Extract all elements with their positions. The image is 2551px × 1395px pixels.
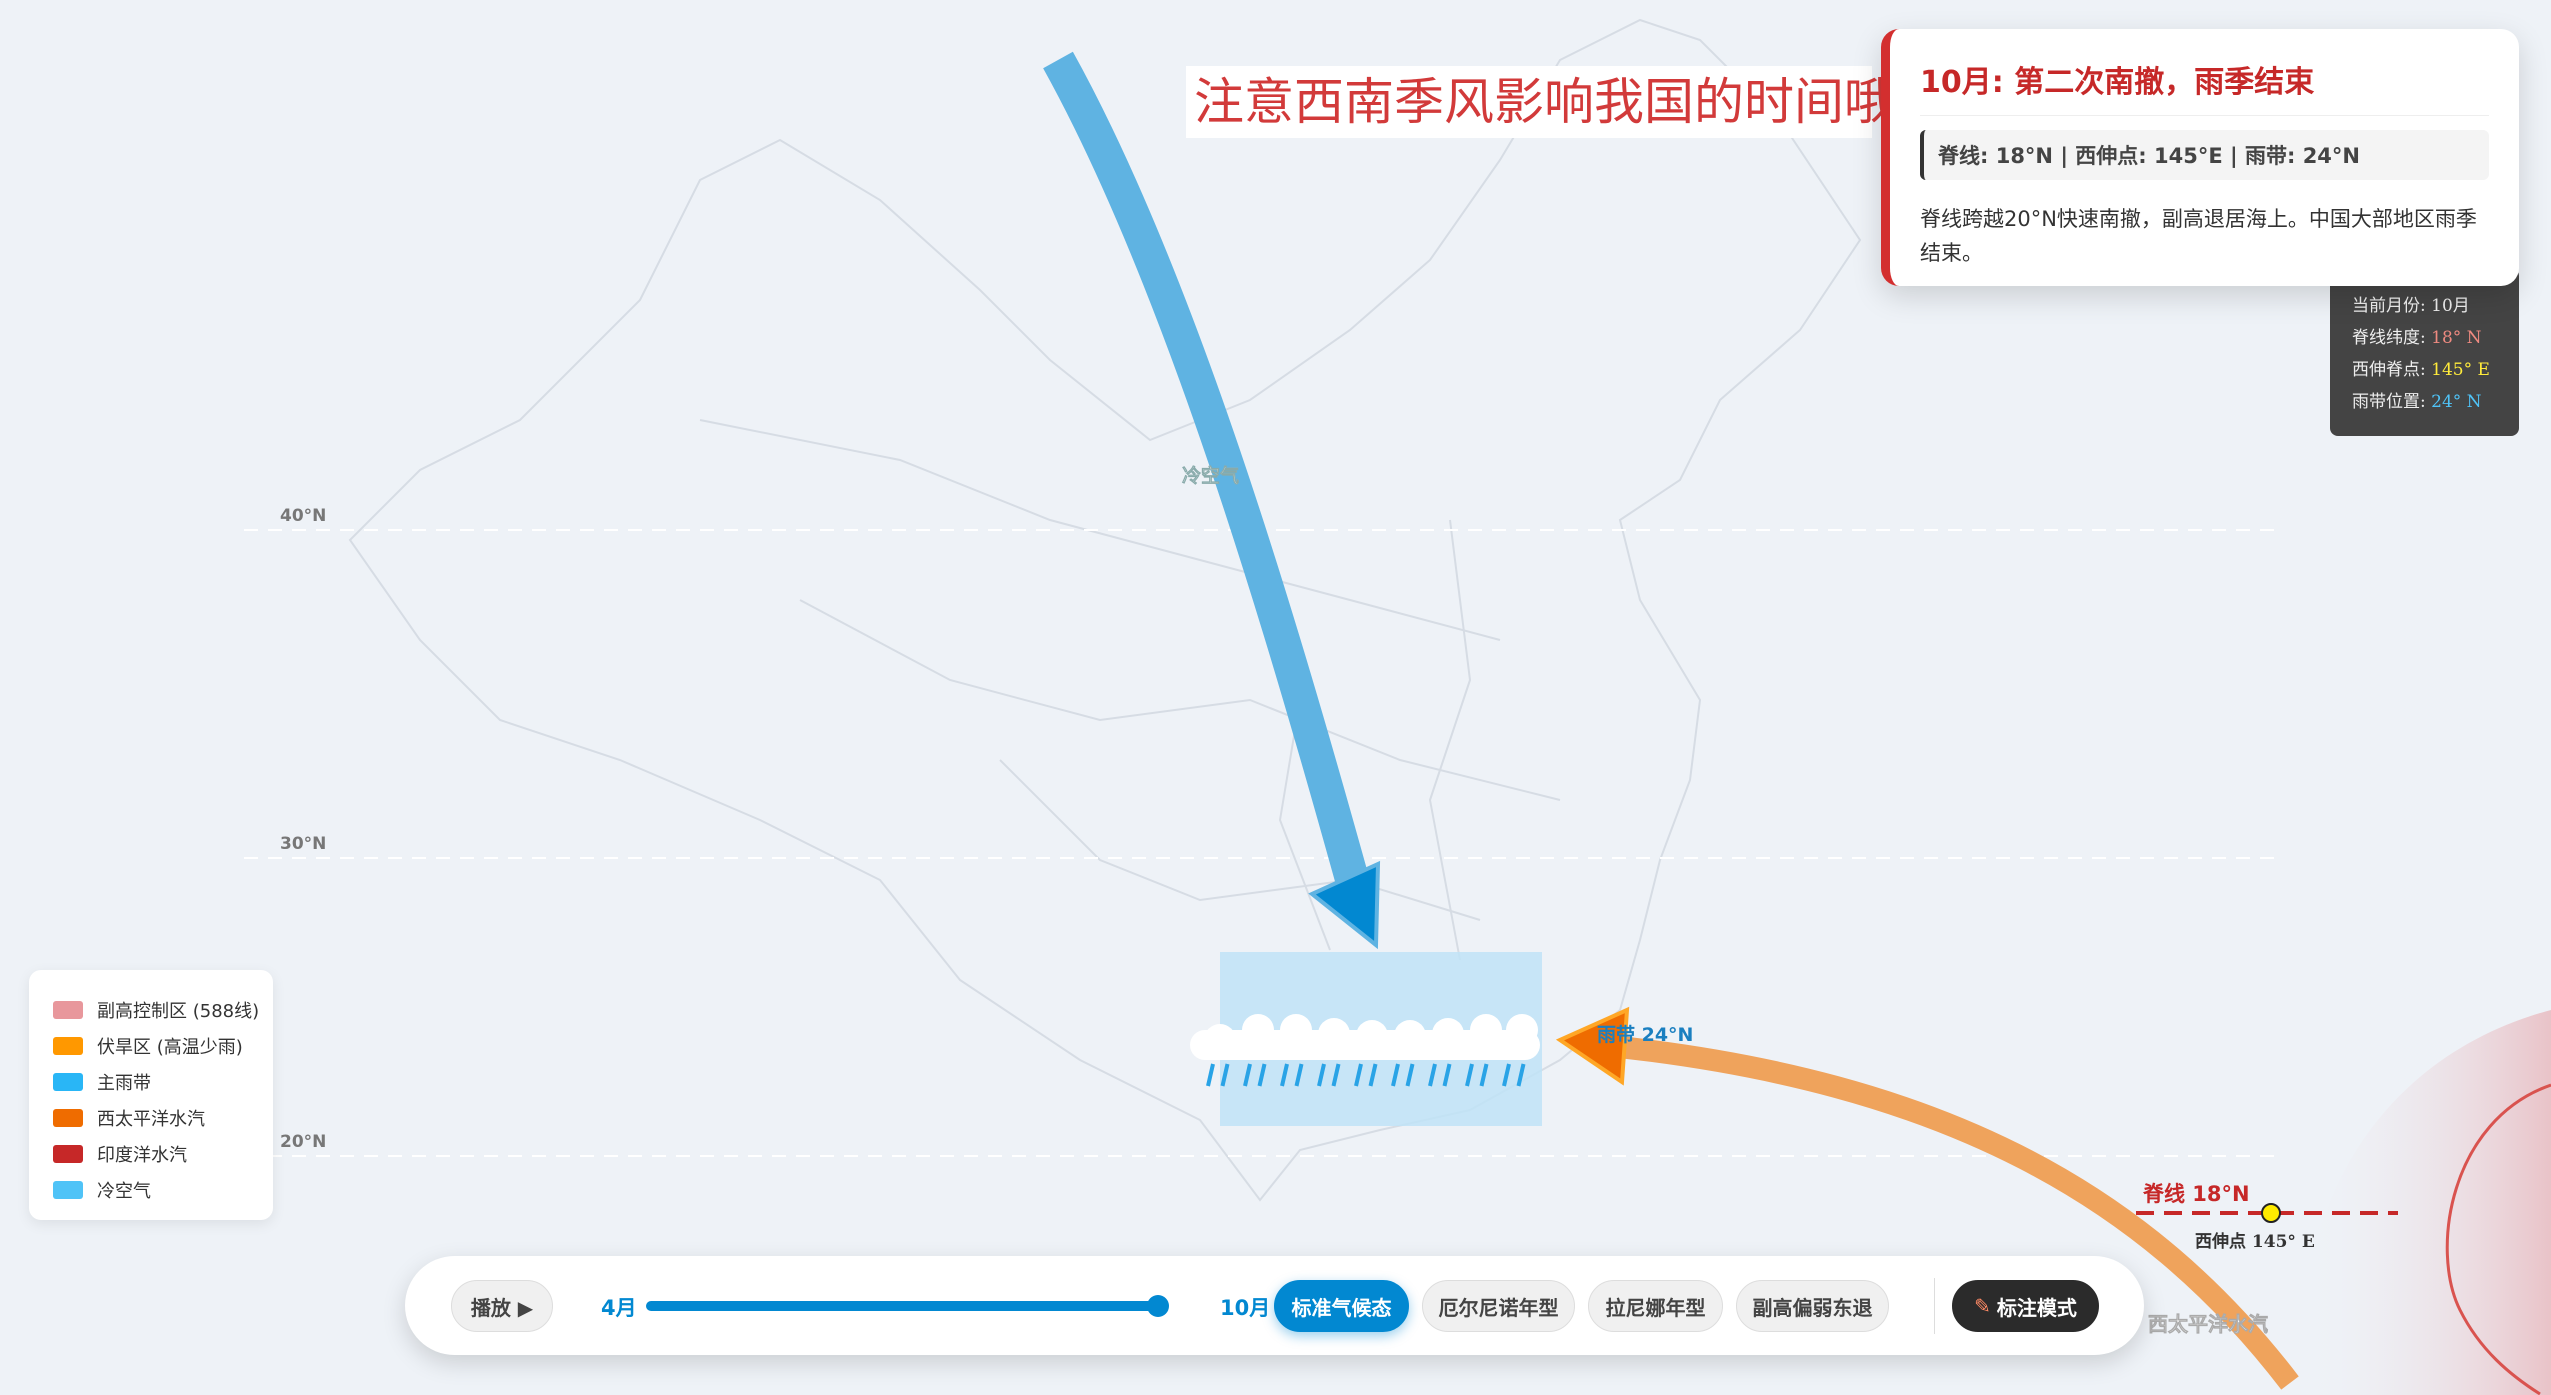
west-extension-point — [2261, 1203, 2281, 1223]
status-west-label: 西伸脊点: — [2352, 360, 2432, 380]
west-point-label: 西伸点 145° E — [2195, 1231, 2315, 1252]
month-slider-thumb[interactable] — [1147, 1295, 1169, 1317]
rain-drop — [1331, 1063, 1341, 1087]
status-rain-label: 雨带位置: — [2352, 392, 2432, 412]
rain-drop — [1428, 1063, 1437, 1087]
rain-drop — [1368, 1063, 1378, 1087]
rain-drop — [1294, 1063, 1304, 1087]
legend-label: 冷空气 — [97, 1181, 151, 1202]
legend-swatch — [53, 1109, 83, 1127]
legend: 副高控制区 (588线) 伏旱区 (高温少雨) 主雨带 西太平洋水汽 印度洋水汽… — [29, 970, 273, 1220]
rain-drop — [1206, 1063, 1215, 1087]
status-month-label: 当前月份: — [2352, 296, 2432, 316]
legend-item: 冷空气 — [53, 1172, 273, 1208]
scenario-standard-button[interactable]: 标准气候态 — [1274, 1280, 1409, 1332]
status-month-value: 10月 — [2431, 296, 2470, 316]
annotate-mode-label: 标注模式 — [1996, 1295, 2077, 1320]
rain-drop — [1243, 1063, 1252, 1087]
wp-moisture-arrow — [1598, 1034, 2299, 1390]
latitude-label-20: 20°N — [280, 1132, 327, 1152]
ridge-label: 脊线 18°N — [2142, 1182, 2250, 1206]
scenario-el-nino-button[interactable]: 厄尔尼诺年型 — [1422, 1280, 1575, 1332]
legend-label: 副高控制区 (588线) — [97, 1001, 260, 1022]
legend-swatch — [53, 1181, 83, 1199]
end-month-label: 10月 — [1220, 1296, 1271, 1320]
rain-drop — [1317, 1063, 1326, 1087]
scenario-weak-high-button[interactable]: 副高偏弱东退 — [1736, 1280, 1889, 1332]
divider — [1934, 1278, 1935, 1334]
cold-air-arrowhead — [1308, 860, 1381, 950]
info-card-title: 10月: 第二次南撤，雨季结束 — [1920, 57, 2489, 116]
legend-label: 印度洋水汽 — [97, 1145, 187, 1166]
scenario-la-nina-button[interactable]: 拉尼娜年型 — [1588, 1280, 1723, 1332]
china-map-outline — [348, 18, 1862, 1202]
rain-drop — [1479, 1063, 1489, 1087]
rain-drop — [1405, 1063, 1415, 1087]
control-bar: 播放 ▶ 4月 10月 标准气候态 厄尔尼诺年型 拉尼娜年型 副高偏弱东退 ✎标… — [405, 1256, 2144, 1355]
status-panel: 当前月份: 10月 脊线纬度: 18° N 西伸脊点: 145° E 雨带位置:… — [2330, 268, 2519, 436]
wp-moisture-arrowhead — [1555, 1006, 1630, 1086]
month-info-card: 10月: 第二次南撤，雨季结束 脊线: 18°N | 西伸点: 145°E | … — [1881, 29, 2519, 286]
pencil-icon: ✎ — [1974, 1294, 1991, 1318]
start-month-label: 4月 — [601, 1296, 637, 1320]
rain-drop — [1502, 1063, 1511, 1087]
rain-drop — [1354, 1063, 1363, 1087]
annotate-mode-button[interactable]: ✎标注模式 — [1952, 1280, 2099, 1332]
legend-swatch — [53, 1073, 83, 1091]
play-button[interactable]: 播放 ▶ — [451, 1280, 553, 1332]
latitude-label-40: 40°N — [280, 506, 327, 526]
month-slider[interactable] — [646, 1301, 1158, 1311]
info-card-stats: 脊线: 18°N | 西伸点: 145°E | 雨带: 24°N — [1920, 130, 2489, 180]
legend-label: 西太平洋水汽 — [97, 1109, 205, 1130]
legend-item: 伏旱区 (高温少雨) — [53, 1028, 273, 1064]
legend-item: 主雨带 — [53, 1064, 273, 1100]
rain-drop — [1257, 1063, 1267, 1087]
legend-label: 主雨带 — [97, 1073, 151, 1094]
rain-drop — [1442, 1063, 1452, 1087]
cold-air-label: 冷空气 — [1182, 464, 1239, 487]
cold-air-arrow — [1043, 51, 1372, 895]
latitude-label-30: 30°N — [280, 834, 327, 854]
legend-swatch — [53, 1037, 83, 1055]
legend-item: 印度洋水汽 — [53, 1136, 273, 1172]
user-annotation-text[interactable]: 注意西南季风影响我国的时间哦 — [1186, 66, 1894, 138]
rain-drop — [1280, 1063, 1289, 1087]
legend-swatch — [53, 1001, 83, 1019]
rain-drop — [1391, 1063, 1400, 1087]
legend-label: 伏旱区 (高温少雨) — [97, 1037, 243, 1058]
rain-drop — [1516, 1063, 1526, 1087]
rain-drop — [1465, 1063, 1474, 1087]
subtropical-high-area — [2299, 1010, 2551, 1395]
status-ridge-label: 脊线纬度: — [2352, 328, 2432, 348]
rain-band-label: 雨带 24°N — [1597, 1024, 1693, 1046]
status-ridge-value: 18° N — [2431, 328, 2482, 348]
rain-drops — [1206, 1063, 1526, 1087]
rain-cloud — [1190, 1014, 1540, 1060]
legend-swatch — [53, 1145, 83, 1163]
rain-drop — [1220, 1063, 1230, 1087]
588-contour — [2445, 1083, 2551, 1395]
legend-item: 副高控制区 (588线) — [53, 992, 273, 1028]
wp-moisture-label: 西太平洋水汽 — [2148, 1312, 2268, 1336]
info-card-description: 脊线跨越20°N快速南撤，副高退居海上。中国大部地区雨季结束。 — [1920, 207, 2477, 265]
status-rain-value: 24° N — [2431, 392, 2482, 412]
legend-item: 西太平洋水汽 — [53, 1100, 273, 1136]
status-west-value: 145° E — [2431, 360, 2490, 380]
